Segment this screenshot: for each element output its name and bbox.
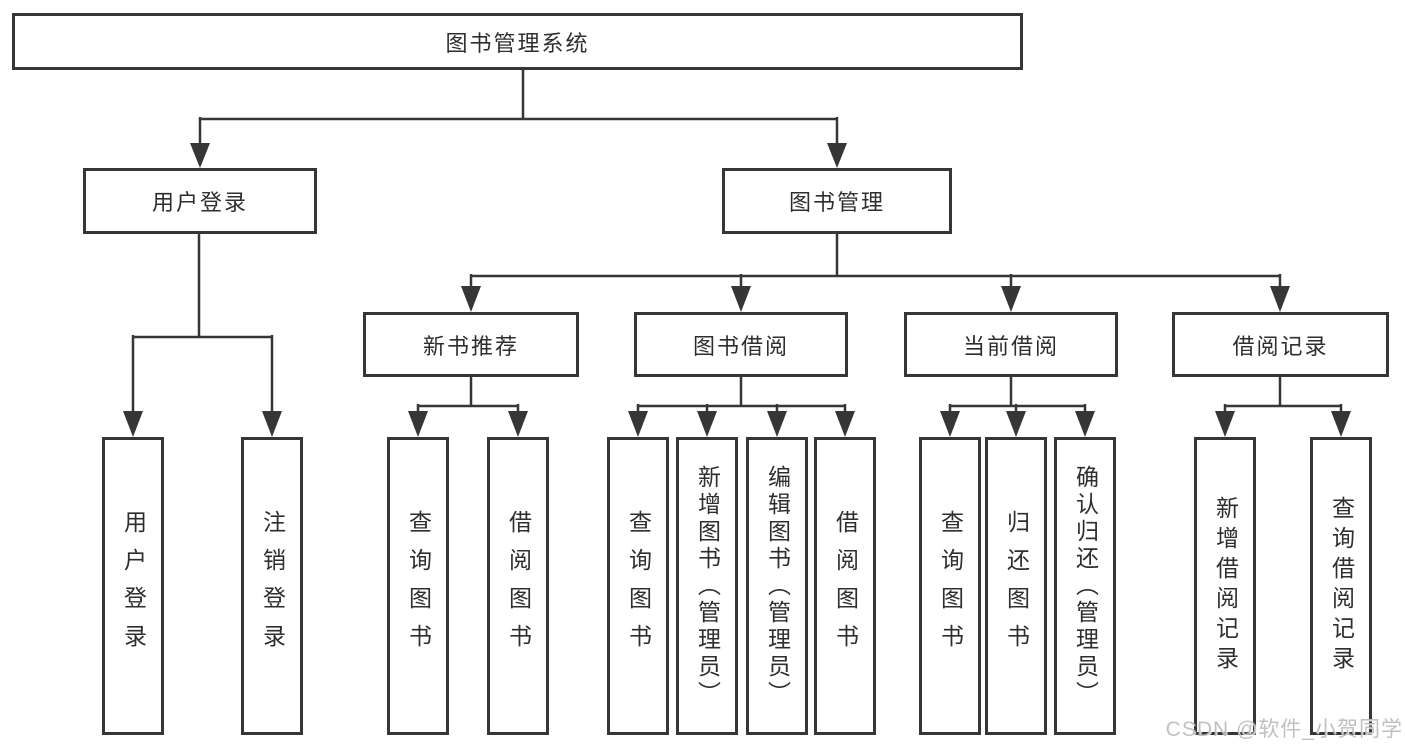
leaf-borrow-books-recommend: 借阅图书	[487, 437, 549, 735]
leaf-confirm-return-admin: 确认归还（管理员）	[1054, 437, 1116, 735]
node-root-library-system: 图书管理系统	[12, 13, 1023, 70]
leaf-query-books-current: 查询图书	[919, 437, 981, 735]
connector-book-borrow-children	[628, 377, 855, 437]
leaf-label: 新增图书（管理员）	[694, 464, 721, 708]
leaf-label: 借阅图书	[832, 510, 859, 662]
node-book-borrow: 图书借阅	[634, 312, 848, 377]
node-borrow-records: 借阅记录	[1172, 312, 1389, 377]
leaf-label: 查询借阅记录	[1328, 496, 1355, 676]
connector-book-management-children	[461, 234, 1290, 312]
leaf-add-borrow-record: 新增借阅记录	[1194, 437, 1256, 735]
leaf-query-books-borrow: 查询图书	[607, 437, 669, 735]
leaf-query-books-recommend: 查询图书	[387, 437, 449, 735]
leaf-label: 新增借阅记录	[1212, 496, 1239, 676]
node-book-management: 图书管理	[722, 168, 952, 234]
leaf-label: 归还图书	[1003, 510, 1030, 662]
leaf-label: 借阅图书	[505, 510, 532, 662]
leaf-label: 用户登录	[120, 510, 147, 662]
leaf-label: 确认归还（管理员）	[1072, 464, 1099, 708]
connector-borrow-records-children	[1215, 377, 1351, 437]
leaf-label: 查询图书	[937, 510, 964, 662]
connector-user-login-children	[123, 234, 282, 437]
node-current-borrow: 当前借阅	[904, 312, 1118, 377]
csdn-watermark: CSDN @软件_小贺同学	[1165, 718, 1403, 741]
leaf-borrow-books: 借阅图书	[814, 437, 876, 735]
leaf-add-books-admin: 新增图书（管理员）	[676, 437, 738, 735]
leaf-user-login: 用户登录	[102, 437, 164, 735]
node-new-book-recommend: 新书推荐	[363, 312, 579, 377]
connector-new-book-recommend-children	[408, 377, 528, 437]
leaf-return-books: 归还图书	[985, 437, 1047, 735]
leaf-edit-books-admin: 编辑图书（管理员）	[746, 437, 808, 735]
connector-current-borrow-children	[940, 377, 1095, 437]
node-user-login: 用户登录	[83, 168, 317, 234]
leaf-label: 注销登录	[259, 510, 286, 662]
leaf-label: 编辑图书（管理员）	[764, 464, 791, 708]
connector-root-to-level2	[190, 70, 847, 168]
leaf-logout: 注销登录	[241, 437, 303, 735]
leaf-label: 查询图书	[405, 510, 432, 662]
leaf-label: 查询图书	[625, 510, 652, 662]
leaf-query-borrow-record: 查询借阅记录	[1310, 437, 1372, 735]
